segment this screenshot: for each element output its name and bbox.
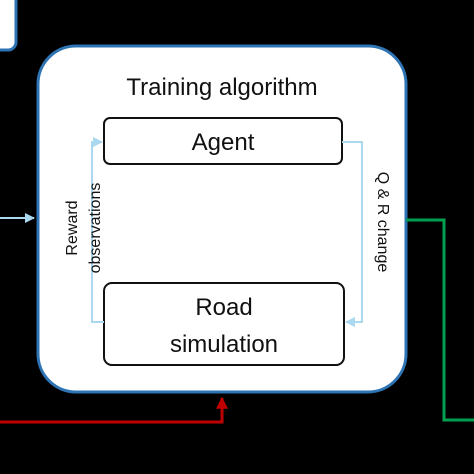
right-label: Q & R change xyxy=(374,172,391,273)
red-input-line xyxy=(0,396,228,424)
external-box-partial xyxy=(0,0,18,52)
road-simulation-box xyxy=(103,282,345,366)
panel-title: Training algorithm xyxy=(126,74,317,101)
left-label-line2: observations xyxy=(87,183,104,274)
qr-change-arrow xyxy=(342,141,363,327)
road-label-line2: simulation xyxy=(170,331,278,358)
road-label-line1: Road xyxy=(195,294,252,321)
reward-arrow xyxy=(91,137,104,323)
left-label-line1: Reward xyxy=(64,200,81,255)
agent-label: Agent xyxy=(192,129,255,156)
green-output-line xyxy=(406,218,474,422)
